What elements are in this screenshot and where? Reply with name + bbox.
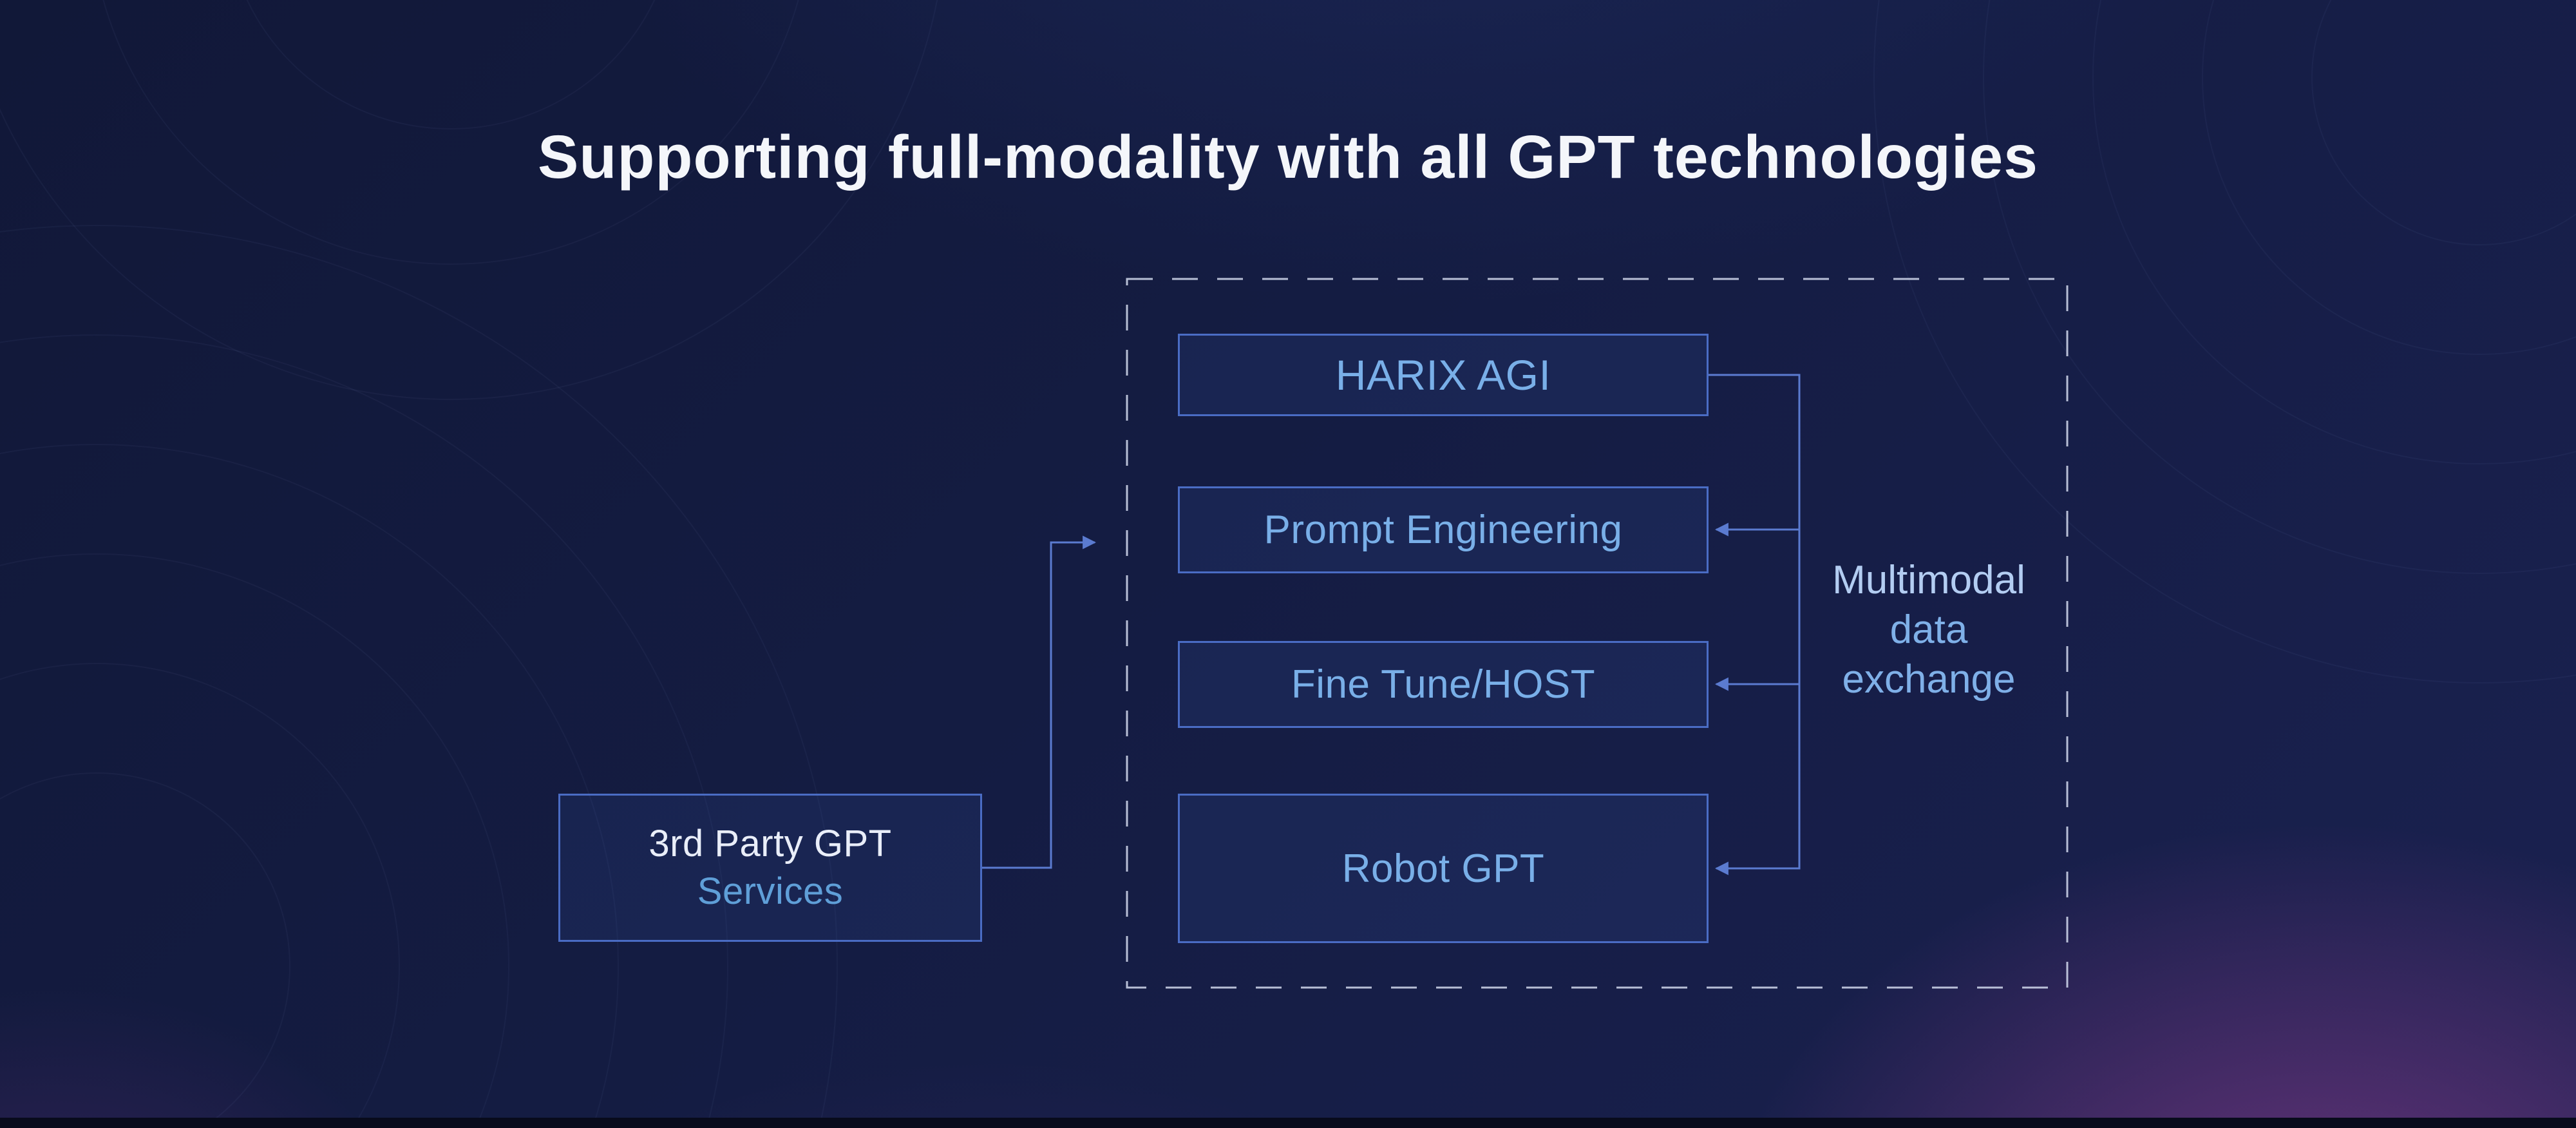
prompt-engineering-box: Prompt Engineering (1178, 486, 1709, 573)
harix-agi-box: HARIX AGI (1178, 334, 1709, 416)
robot-gpt-label: Robot GPT (1341, 846, 1545, 891)
harix-agi-label: HARIX AGI (1335, 351, 1551, 399)
third-party-gpt-services-box: 3rd Party GPT Services (558, 794, 982, 942)
third-party-gpt-label-line1: 3rd Party GPT (649, 823, 892, 865)
bottom-edge-strip (0, 1118, 2576, 1128)
multimodal-label-line1: Multimodal (1832, 558, 2025, 602)
multimodal-data-exchange-label: Multimodal data exchange (1800, 555, 2058, 704)
third-party-gpt-label-line2: Services (697, 870, 844, 912)
fine-tune-host-label: Fine Tune/HOST (1291, 662, 1596, 707)
slide-title: Supporting full-modality with all GPT te… (538, 123, 2038, 191)
robot-gpt-box: Robot GPT (1178, 794, 1709, 943)
fine-tune-host-box: Fine Tune/HOST (1178, 641, 1709, 728)
multimodal-label-line2: data (1889, 607, 1968, 652)
prompt-engineering-label: Prompt Engineering (1264, 508, 1623, 552)
multimodal-label-line3: exchange (1842, 657, 2016, 702)
